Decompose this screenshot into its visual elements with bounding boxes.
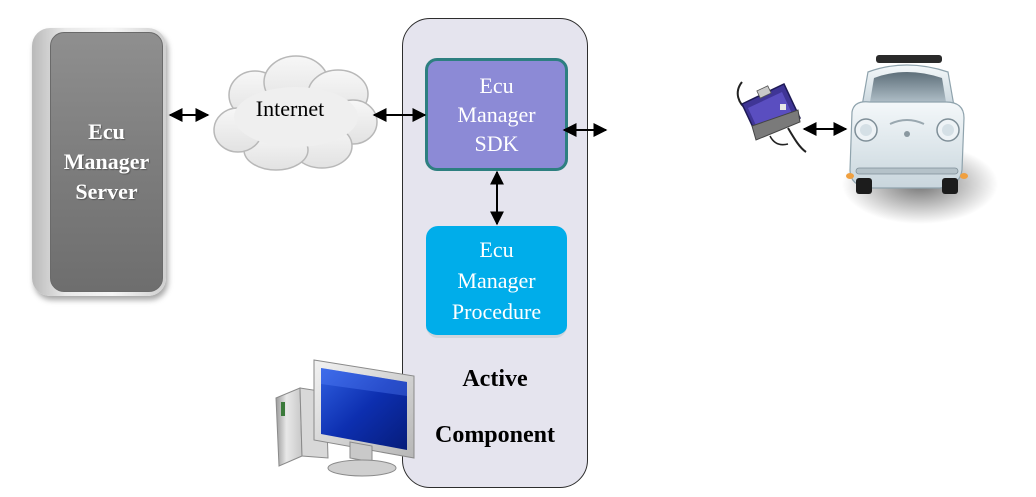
server-label-line-3: Server <box>75 179 138 204</box>
server-label-line-1: Ecu <box>88 119 125 144</box>
procedure-label-line-2: Manager <box>457 268 536 293</box>
sdk-label-line-2: Manager <box>457 102 536 127</box>
procedure-label-line-3: Procedure <box>451 299 542 324</box>
ecu-manager-sdk-node: Ecu Manager SDK <box>425 58 568 171</box>
server-label-line-2: Manager <box>63 149 150 174</box>
sdk-label-line-1: Ecu <box>479 73 514 98</box>
server-label: Ecu Manager Server <box>57 117 157 207</box>
sdk-label: Ecu Manager SDK <box>457 71 535 158</box>
active-component-label-line-2: Component <box>434 422 555 448</box>
procedure-label-line-1: Ecu <box>479 237 514 262</box>
procedure-label: Ecu Manager Procedure <box>452 234 541 327</box>
sdk-label-line-3: SDK <box>474 131 519 156</box>
ecu-manager-server-node: Ecu Manager Server <box>50 32 163 292</box>
ecu-manager-procedure-node: Ecu Manager Procedure <box>426 226 567 338</box>
internet-label: Internet <box>255 96 325 121</box>
active-component-label-line-1: Active <box>462 366 528 392</box>
